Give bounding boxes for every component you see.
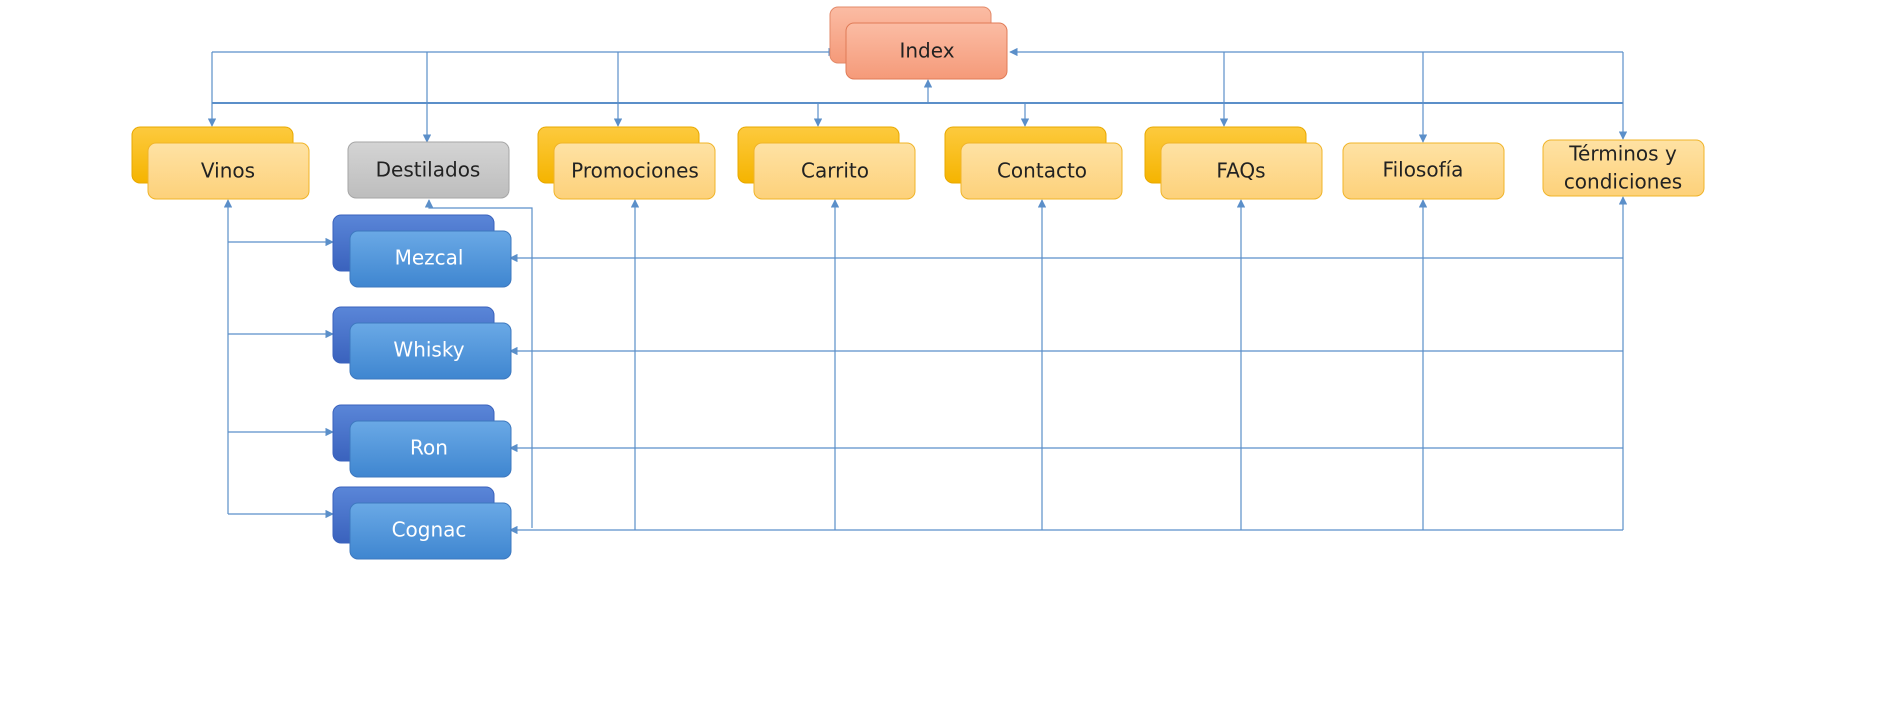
node-whisky-label: Whisky	[393, 338, 464, 362]
node-index[interactable]: Index	[829, 6, 1008, 80]
node-mezcal-label: Mezcal	[395, 246, 464, 270]
node-ron-label: Ron	[410, 436, 448, 460]
node-promociones-label: Promociones	[571, 159, 699, 183]
node-contacto-label: Contacto	[997, 159, 1087, 183]
node-index-label: Index	[899, 39, 954, 63]
node-destilados-label: Destilados	[376, 158, 481, 182]
node-carrito-label: Carrito	[801, 159, 869, 183]
node-cognac-label: Cognac	[392, 518, 467, 542]
node-mezcal[interactable]: Mezcal	[332, 214, 512, 288]
node-terminos-label-line1: Términos y	[1568, 142, 1677, 166]
destilados-trunk	[424, 199, 533, 528]
connectors	[207, 47, 1628, 535]
node-ron[interactable]: Ron	[332, 404, 512, 478]
node-vinos-label: Vinos	[201, 159, 255, 183]
node-promociones[interactable]: Promociones	[537, 126, 716, 200]
node-terminos[interactable]: Términos y condiciones	[1542, 139, 1705, 197]
node-filosofia-label: Filosofía	[1383, 158, 1464, 182]
node-carrito[interactable]: Carrito	[737, 126, 916, 200]
node-terminos-label-line2: condiciones	[1564, 170, 1682, 194]
node-contacto[interactable]: Contacto	[944, 126, 1123, 200]
node-destilados[interactable]: Destilados	[347, 141, 510, 199]
node-filosofia[interactable]: Filosofía	[1342, 142, 1505, 200]
node-whisky[interactable]: Whisky	[332, 306, 512, 380]
node-faqs-label: FAQs	[1216, 159, 1265, 183]
node-faqs[interactable]: FAQs	[1144, 126, 1323, 200]
node-vinos[interactable]: Vinos	[131, 126, 310, 200]
node-cognac[interactable]: Cognac	[332, 486, 512, 560]
